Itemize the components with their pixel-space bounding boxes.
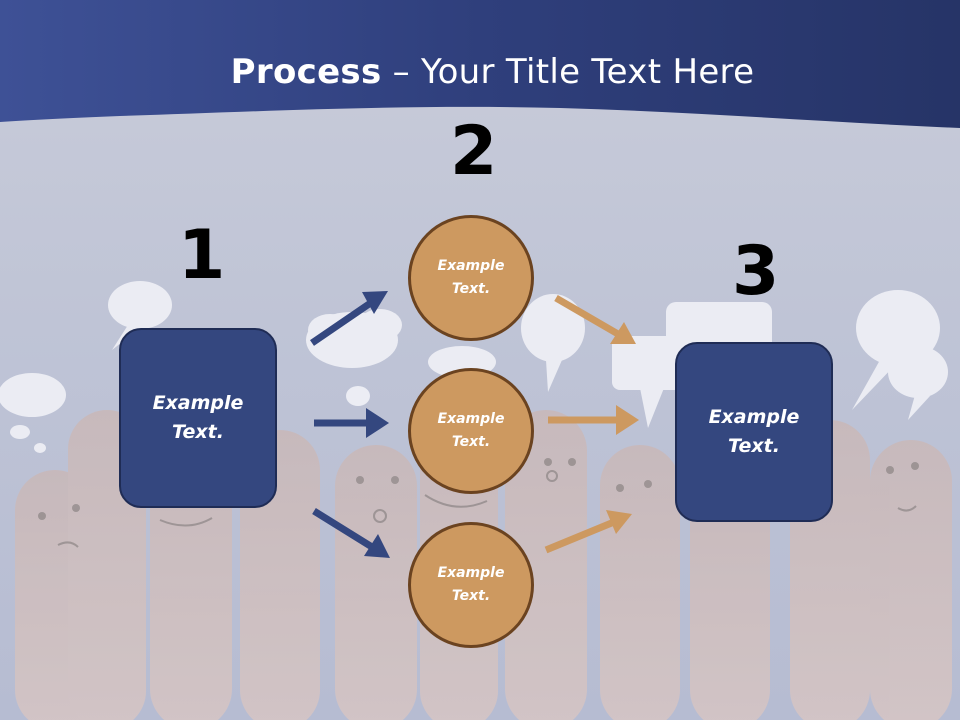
step-1-box: Example Text.	[119, 328, 277, 508]
circle-top-line2: Text.	[451, 281, 491, 297]
step-number-2: 2	[450, 112, 498, 191]
arrow-from-circle-middle	[548, 405, 639, 435]
step-1-line2: Text.	[172, 421, 224, 443]
step-3-line2: Text.	[728, 435, 780, 457]
step-number-1: 1	[178, 216, 226, 295]
arrow-to-circle-middle	[314, 408, 389, 438]
arrow-from-circle-top	[554, 294, 636, 344]
step-1-text: Example Text.	[143, 389, 253, 447]
step-3-text: Example Text.	[699, 403, 809, 461]
arrow-from-circle-bottom	[544, 510, 632, 554]
step-1-line1: Example	[152, 392, 244, 414]
step-3-box: Example Text.	[675, 342, 833, 522]
circle-bottom-line2: Text.	[451, 588, 491, 604]
arrow-to-circle-top	[310, 291, 388, 346]
finger-faces	[38, 458, 919, 520]
title-bold: Process	[230, 52, 382, 92]
step-3-line1: Example	[708, 406, 800, 428]
slide-title: Process – Your Title Text Here	[0, 52, 960, 92]
circle-top-line1: Example	[437, 258, 505, 274]
tan-arrows	[544, 294, 639, 554]
finger-figures	[15, 410, 952, 720]
circle-middle-line2: Text.	[451, 434, 491, 450]
circle-bottom-line1: Example	[437, 565, 505, 581]
title-rest: – Your Title Text Here	[381, 52, 755, 92]
header-band	[0, 0, 960, 128]
step-number-3: 3	[732, 232, 780, 311]
blue-arrows	[310, 291, 390, 558]
step-2-circle-bottom: Example Text.	[408, 522, 534, 648]
step-2-circle-top: Example Text.	[408, 215, 534, 341]
circle-middle-line1: Example	[437, 411, 505, 427]
arrow-to-circle-bottom	[312, 508, 390, 558]
finger-mouths	[57, 470, 917, 548]
step-2-circle-middle: Example Text.	[408, 368, 534, 494]
